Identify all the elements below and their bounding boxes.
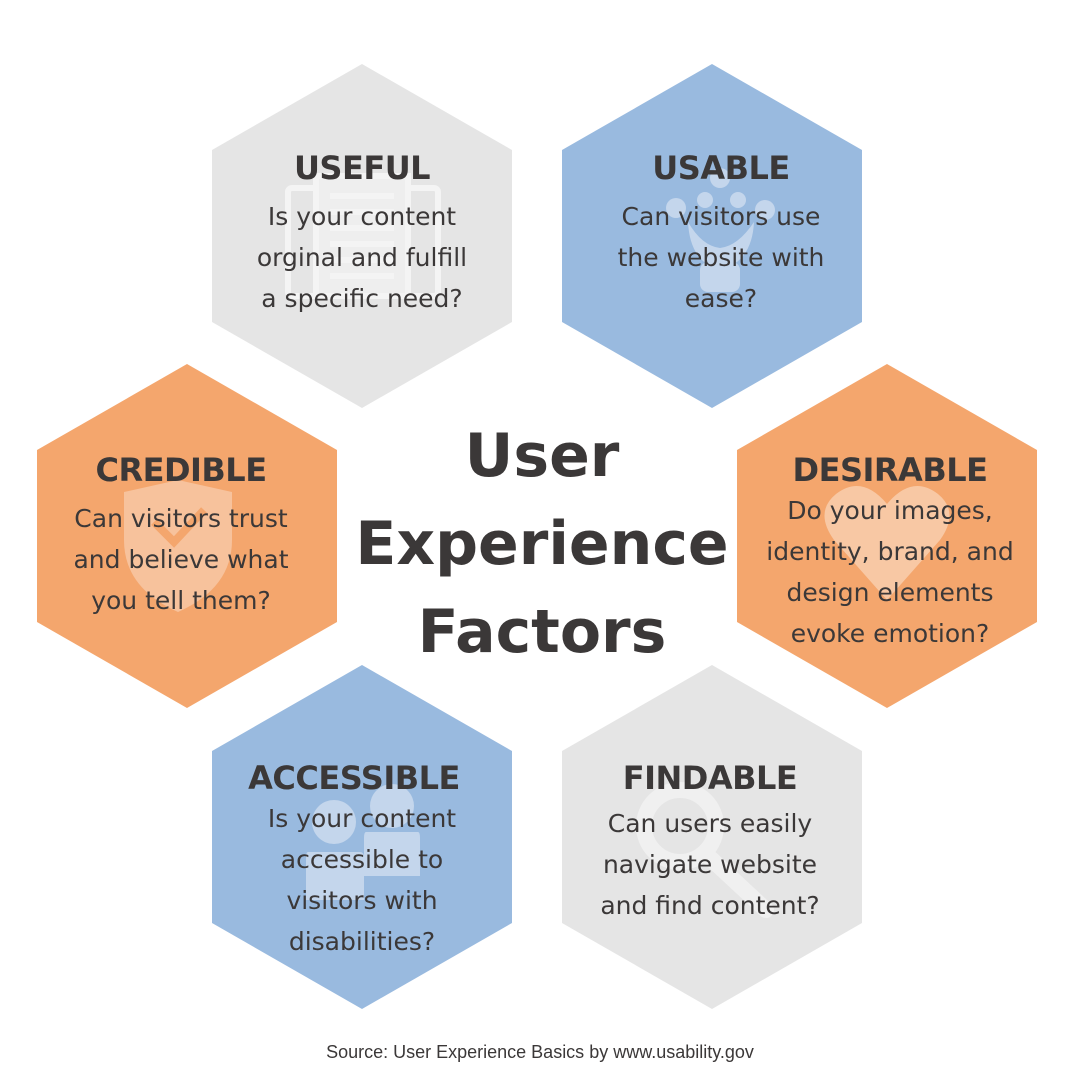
factor-description-line: Can users easily <box>607 809 813 838</box>
factor-title: USEFUL <box>293 149 431 187</box>
factor-description-line: and find content? <box>600 891 820 920</box>
factor-description-line: identity, brand, and <box>766 537 1014 566</box>
main-title-line: Experience <box>355 509 729 579</box>
document-icon <box>285 173 441 299</box>
factor-usable: USABLE Can visitors use the website with… <box>571 148 871 319</box>
magnifier-icon <box>636 782 774 918</box>
factor-title: USABLE <box>652 149 790 187</box>
factor-title: DESIRABLE <box>792 451 988 489</box>
factor-description-line: disabilities? <box>288 927 436 956</box>
factor-description-line: you tell them? <box>91 586 271 615</box>
factor-description-line: visitors with <box>286 886 438 915</box>
hex-desirable <box>737 364 1037 708</box>
factor-description-line: Do your images, <box>787 496 993 525</box>
factor-description-line: Can visitors use <box>621 202 821 231</box>
main-title-line: Factors <box>417 597 667 667</box>
factor-title: FINDABLE <box>622 759 798 797</box>
factor-description-line: Is your content <box>267 804 457 833</box>
hex-credible <box>37 364 337 708</box>
factor-description-line: accessible to <box>280 845 444 874</box>
heart-icon <box>824 486 950 600</box>
factor-description-line: navigate website <box>602 850 818 879</box>
factor-findable: FINDABLE Can users easily navigate websi… <box>560 758 860 926</box>
hex-accessible <box>212 665 512 1009</box>
factor-title: ACCESSIBLE <box>248 759 460 797</box>
factor-description-line: evoke emotion? <box>790 619 990 648</box>
factor-description-line: the website with <box>617 243 825 272</box>
main-title-line: User <box>464 421 620 491</box>
hands-icon <box>666 168 775 292</box>
factor-title: CREDIBLE <box>95 451 267 489</box>
factor-description-line: a specific need? <box>261 284 463 313</box>
factor-description-line: ease? <box>684 284 758 313</box>
hex-useful <box>212 64 512 408</box>
factor-accessible: ACCESSIBLE Is your content accessible to… <box>204 758 504 962</box>
main-title: User Experience Factors <box>340 412 744 676</box>
shield-check-icon <box>124 480 232 612</box>
factor-useful: USEFUL Is your content orginal and fulfi… <box>212 148 512 319</box>
factor-credible: CREDIBLE Can visitors trust and believe … <box>31 450 331 621</box>
hex-usable <box>562 64 862 408</box>
hex-findable <box>562 665 862 1009</box>
factor-description-line: Is your content <box>267 202 457 231</box>
people-icon <box>306 784 420 900</box>
factor-description-line: Can visitors trust <box>74 504 288 533</box>
factor-description-line: orginal and fulfill <box>256 243 468 272</box>
factor-description-line: design elements <box>786 578 994 607</box>
source-credit: Source: User Experience Basics by www.us… <box>326 1042 754 1062</box>
factor-desirable: DESIRABLE Do your images, identity, bran… <box>740 450 1040 654</box>
factor-description-line: and believe what <box>73 545 289 574</box>
